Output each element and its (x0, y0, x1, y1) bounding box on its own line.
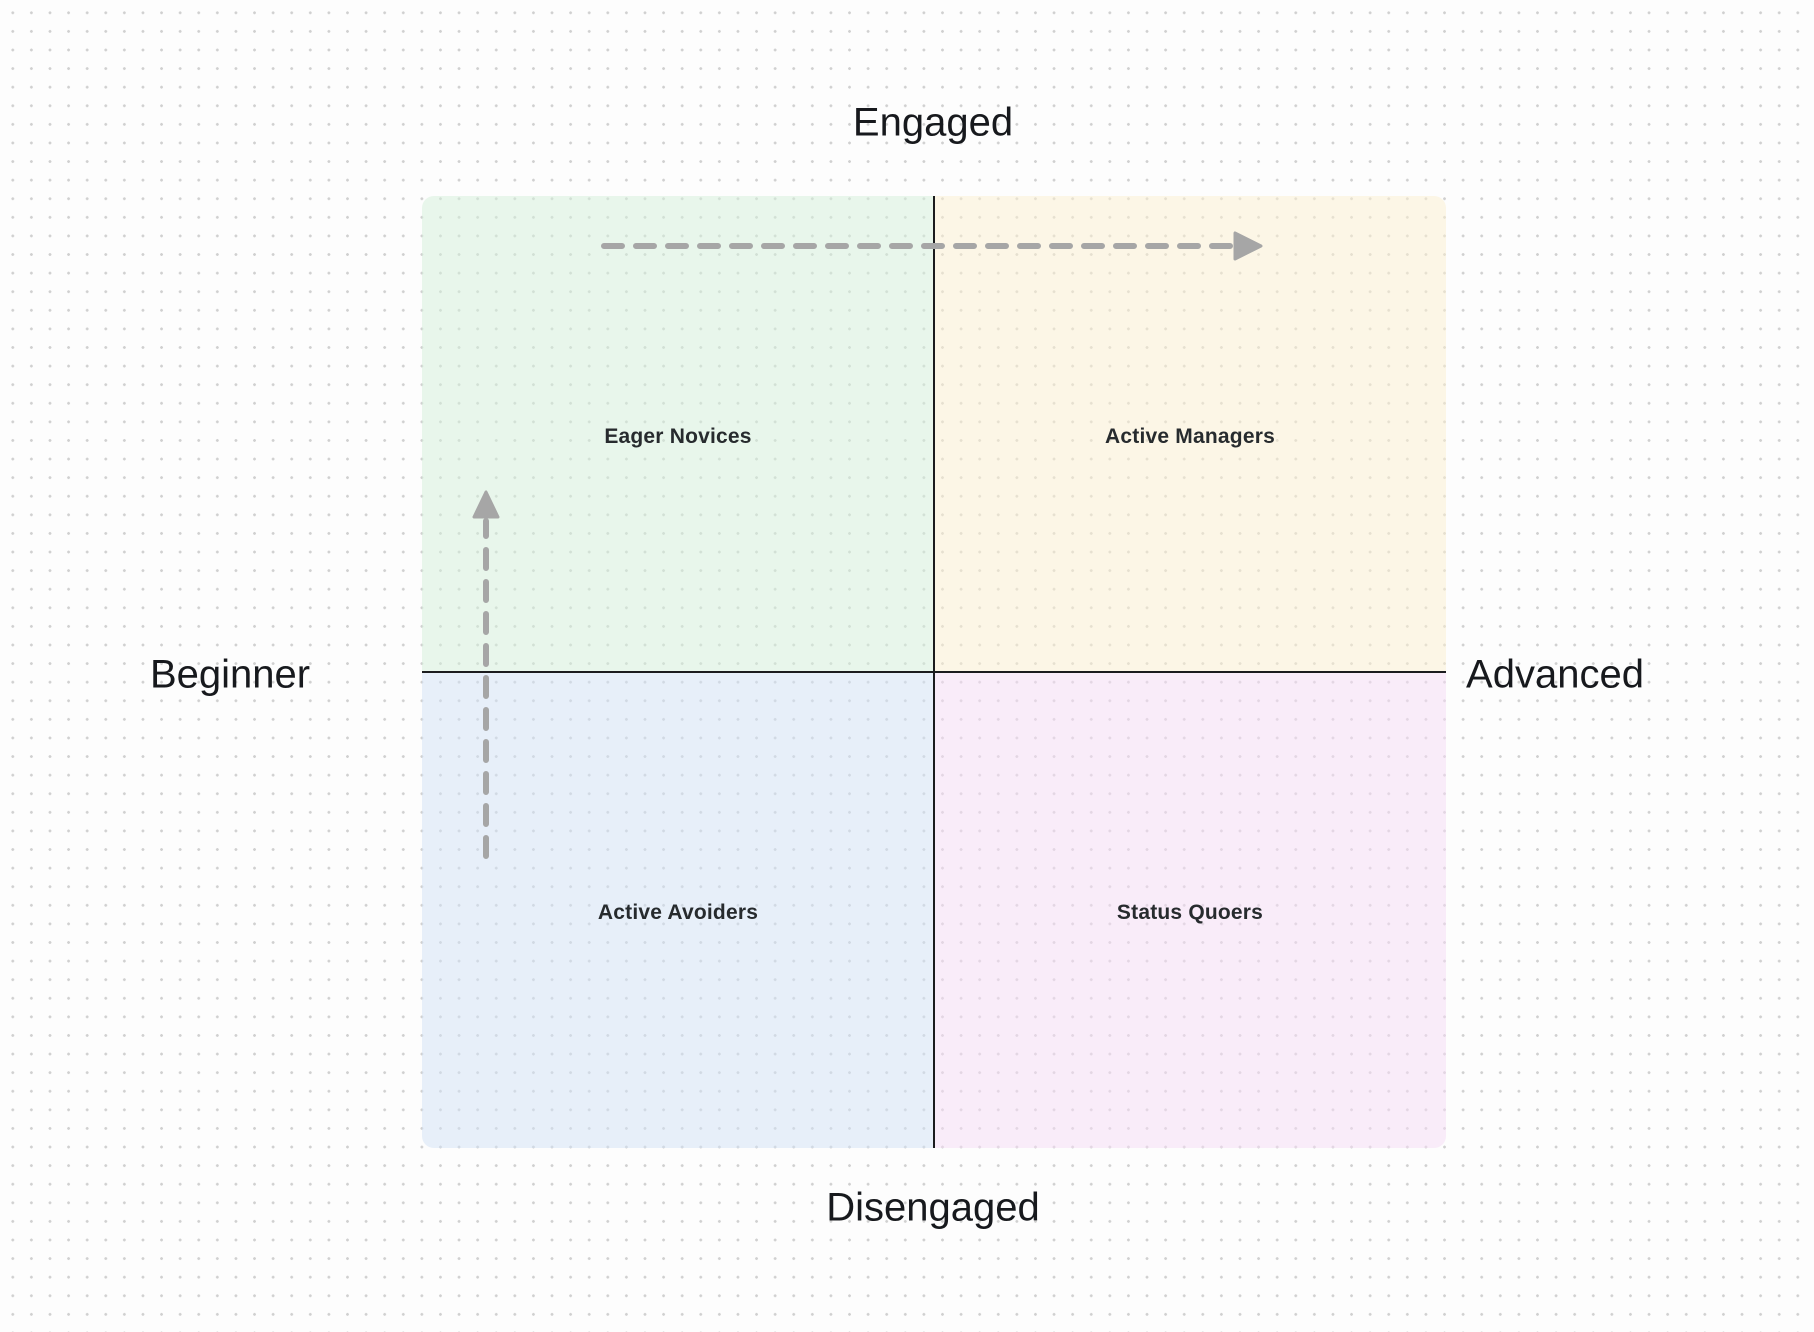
axis-label-bottom: Disengaged (826, 1185, 1040, 1230)
quadrant-box: Eager Novices Active Managers Active Avo… (422, 196, 1446, 1148)
quadrant-top-left: Eager Novices (422, 196, 934, 672)
quadrant-label-active-managers: Active Managers (1105, 425, 1275, 448)
quadrant-top-right: Active Managers (934, 196, 1446, 672)
horizontal-axis-line (422, 670, 1446, 673)
axis-label-right: Advanced (1466, 652, 1644, 697)
quadrant-bottom-right: Status Quoers (934, 672, 1446, 1148)
quadrant-label-active-avoiders: Active Avoiders (597, 901, 759, 924)
quadrant-label-status-quoers: Status Quoers (1116, 901, 1264, 924)
axis-label-top: Engaged (852, 100, 1014, 145)
quadrant-label-eager-novices: Eager Novices (604, 425, 752, 448)
axis-label-left: Beginner (149, 652, 311, 697)
quadrant-bottom-left: Active Avoiders (422, 672, 934, 1148)
